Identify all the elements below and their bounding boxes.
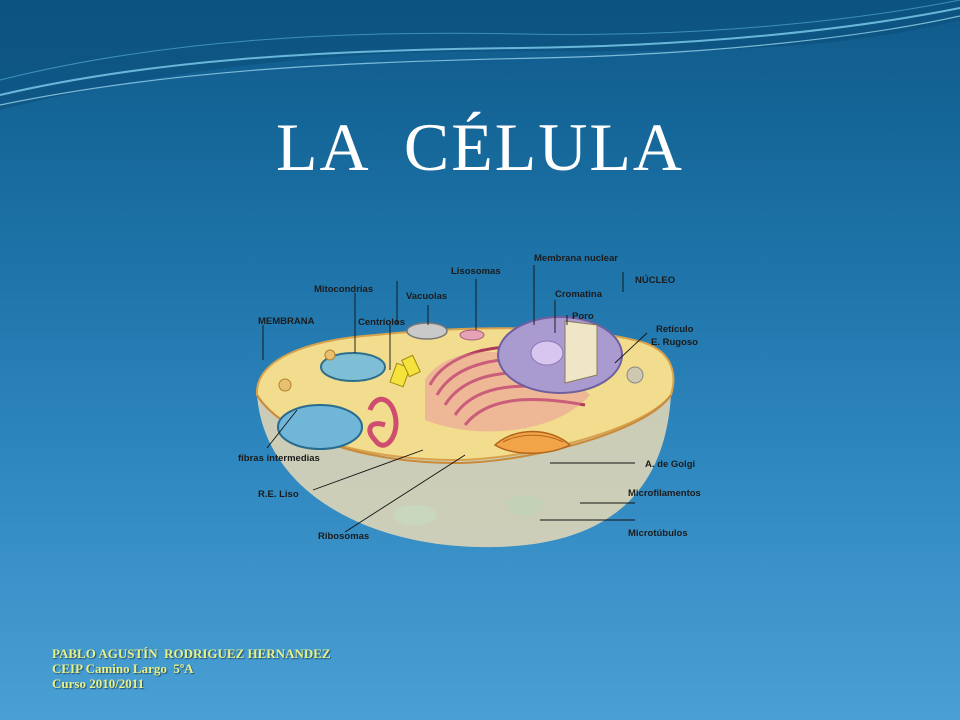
- label-mitocondrias: Mitocondrias: [314, 284, 373, 295]
- label-membrana-nuclear: Membrana nuclear: [534, 253, 618, 264]
- wave-line: [0, 0, 960, 81]
- label-ribosomas: Ribosomas: [318, 531, 369, 542]
- lysosome: [459, 329, 485, 341]
- label-re-liso: R.E. Liso: [258, 489, 299, 500]
- label-vacuolas: Vacuolas: [406, 291, 447, 302]
- label-centriolos: Centríolos: [358, 317, 405, 328]
- label-e-rugoso: E. Rugoso: [651, 337, 698, 348]
- nucleolus: [530, 340, 564, 366]
- label-nucleo: NÚCLEO: [635, 274, 675, 286]
- label-lisosomas: Lisosomas: [451, 266, 501, 277]
- leader-lines: [262, 265, 648, 533]
- label-microtubulos: Microtúbulos: [628, 528, 688, 539]
- wave-band: [0, 0, 960, 110]
- slide-title: LA CÉLULA: [275, 109, 685, 185]
- golgi: [493, 430, 572, 454]
- label-membrana: MEMBRANA: [258, 316, 315, 327]
- author-name: PABLO AGUSTÍN RODRIGUEZ HERNANDEZ: [52, 646, 331, 661]
- mitochondrion: [277, 404, 363, 450]
- wave-line: [0, 7, 960, 96]
- course-year: Curso 2010/2011: [52, 676, 145, 691]
- vacuole: [406, 322, 448, 340]
- cell-illustration: [255, 316, 675, 548]
- wave-line: [0, 15, 960, 106]
- label-cromatina: Cromatina: [555, 289, 603, 300]
- label-golgi: A. de Golgi: [645, 459, 695, 470]
- cell-diagram: Membrana nuclear Lisosomas NÚCLEO Mitoco…: [238, 253, 701, 548]
- label-fibras-intermedias: fibras intermedias: [238, 453, 320, 464]
- school-name: CEIP Camino Largo 5ºA: [52, 661, 194, 676]
- decorative-waves: [0, 0, 960, 110]
- credits-block: PABLO AGUSTÍN RODRIGUEZ HERNANDEZ CEIP C…: [52, 646, 331, 691]
- label-microfilamentos: Microfilamentos: [628, 488, 701, 499]
- nuclear-cutaway: [564, 320, 598, 384]
- label-reticulo: Retículo: [656, 324, 694, 335]
- centriole: [389, 362, 411, 388]
- centriole: [401, 354, 421, 378]
- mitochondrion: [320, 352, 386, 382]
- smooth-er: [367, 396, 399, 448]
- label-poro: Poro: [572, 311, 594, 322]
